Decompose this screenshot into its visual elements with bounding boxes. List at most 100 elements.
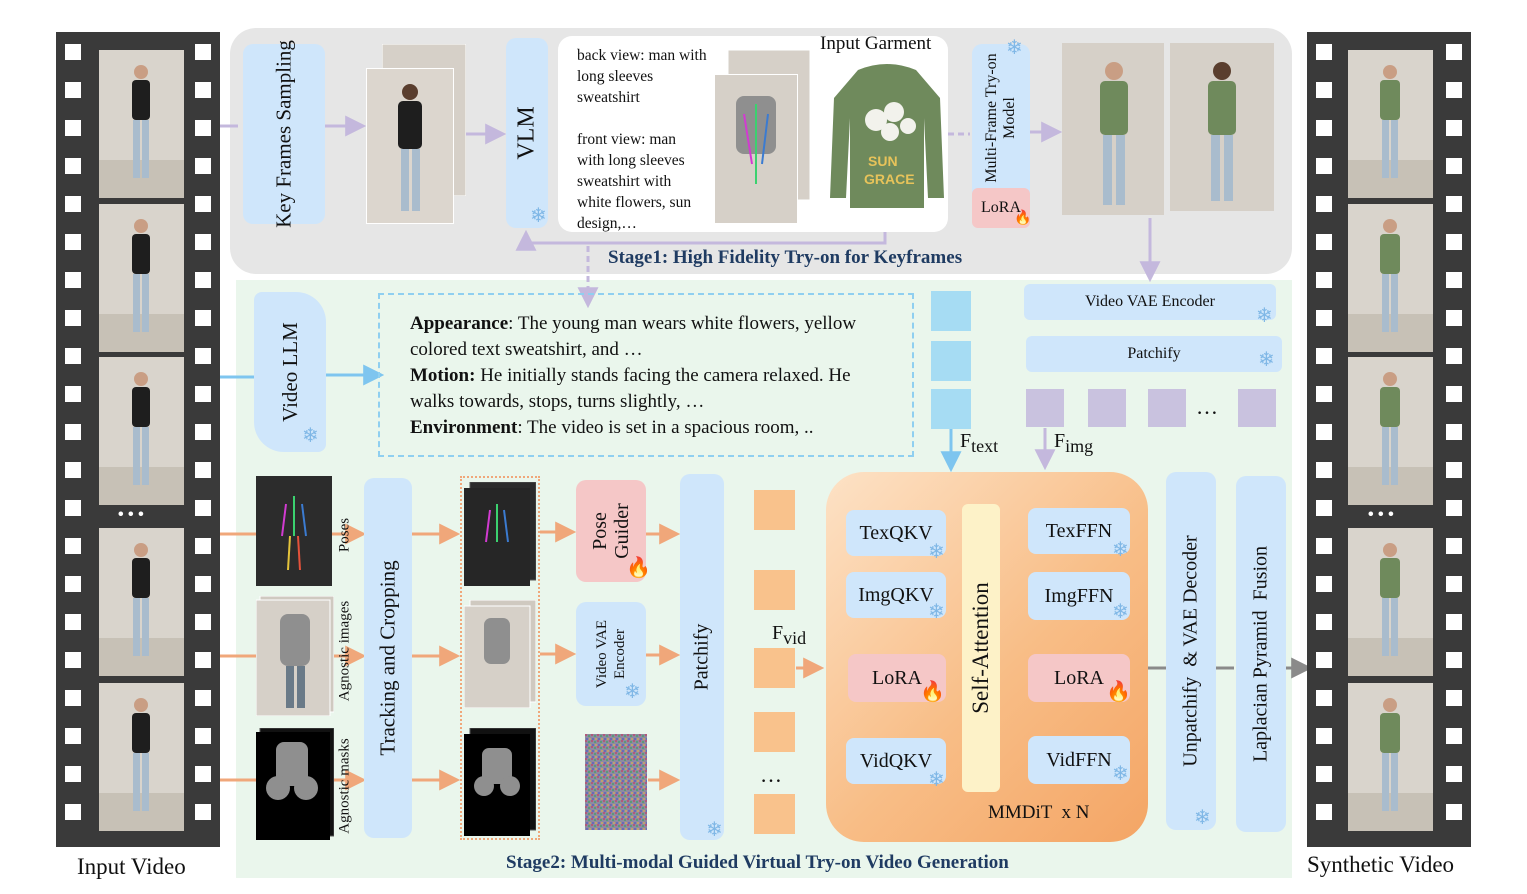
noise-latent xyxy=(585,734,647,830)
garment-print-line1: SUN xyxy=(868,153,898,169)
video-token xyxy=(754,648,795,688)
garment-print-line2: GRACE xyxy=(864,171,915,187)
fire-icon: 🔥 xyxy=(1106,681,1131,703)
image-token xyxy=(1238,389,1276,427)
input-frame xyxy=(99,357,184,505)
texqkv-block: TexQKV❄ xyxy=(846,510,946,562)
lora-left-block: LoRA🔥 xyxy=(848,654,946,702)
ftext-sub: text xyxy=(971,436,999,456)
appearance-label: Appearance xyxy=(410,313,509,334)
snowflake-icon: ❄ xyxy=(1112,539,1129,561)
tracking-cropping-block: Tracking and Cropping xyxy=(364,478,412,838)
unpatchify-decoder-label: Unpatchify & VAE Decoder xyxy=(1179,535,1202,767)
video-vae-encoder-top: Video VAE Encoder ❄ xyxy=(1024,284,1276,326)
multi-frame-tryon-label: Multi-Frame Try-on Model xyxy=(983,52,1018,183)
tryon-result-back xyxy=(1170,43,1274,211)
imgqkv-label: ImgQKV xyxy=(858,583,934,606)
synthetic-film-ellipsis: • • • xyxy=(1368,506,1394,523)
stage2-caption: Stage2: Multi-modal Guided Virtual Try-o… xyxy=(506,852,1009,873)
poses-label-wrap: Poses xyxy=(336,500,354,570)
agnostic-masks-label-wrap: Agnostic masks xyxy=(336,722,354,850)
description-text: Appearance: The young man wears white fl… xyxy=(410,311,880,441)
garment-image: SUN GRACE xyxy=(830,64,944,208)
input-film-ellipsis: • • • xyxy=(118,506,144,523)
agnostic-masks-label: Agnostic masks xyxy=(336,738,353,834)
text-token xyxy=(931,389,971,429)
multi-frame-tryon-block: Multi-Frame Try-on Model ❄ LoRA 🔥 xyxy=(972,38,1031,228)
vidqkv-label: VidQKV xyxy=(859,749,933,772)
text-token xyxy=(931,341,971,381)
snowflake-icon: ❄ xyxy=(928,541,945,563)
texffn-block: TexFFN❄ xyxy=(1028,508,1130,560)
ftext-label: Ftext xyxy=(960,430,998,457)
video-token-ellipsis: … xyxy=(760,762,782,787)
synthetic-frame xyxy=(1348,204,1433,352)
input-frame xyxy=(99,50,184,198)
snowflake-icon: ❄ xyxy=(1112,601,1129,623)
vlm-back-view-text: back view: man with long sleeves sweatsh… xyxy=(577,47,707,106)
fire-icon: 🔥 xyxy=(626,557,651,579)
texffn-label: TexFFN xyxy=(1045,519,1113,542)
ftext-main: F xyxy=(960,430,972,452)
imgqkv-block: ImgQKV❄ xyxy=(846,572,946,622)
patchify-top: Patchify ❄ xyxy=(1026,336,1282,372)
vidqkv-block: VidQKV❄ xyxy=(846,738,946,790)
motion-label: Motion: xyxy=(410,365,476,386)
lora-right-label: LoRA xyxy=(1054,666,1104,689)
vidffn-label: VidFFN xyxy=(1046,748,1112,771)
cropped-pose xyxy=(464,482,536,586)
synthetic-frame xyxy=(1348,528,1433,676)
snowflake-icon: ❄ xyxy=(1194,807,1211,829)
keyframes-sampling-label: Key Frames Sampling xyxy=(271,40,296,228)
poses-label: Poses xyxy=(336,517,353,553)
agnostic-images-label: Agnostic images xyxy=(336,600,353,702)
keyframe-stack xyxy=(366,44,466,224)
image-token xyxy=(1148,389,1186,427)
snowflake-icon: ❄ xyxy=(928,601,945,623)
agnostic-pose-stack xyxy=(712,50,812,226)
environment-label: Environment xyxy=(410,417,518,438)
snowflake-icon: ❄ xyxy=(624,681,641,703)
image-token xyxy=(1088,389,1126,427)
description-box xyxy=(378,293,914,457)
lora-left-label: LoRA xyxy=(872,666,922,689)
image-token-ellipsis: … xyxy=(1196,394,1218,419)
input-garment-label: Input Garment xyxy=(820,33,932,54)
snowflake-icon: ❄ xyxy=(706,819,723,841)
patchify-mid-label: Patchify xyxy=(690,623,713,691)
texqkv-label: TexQKV xyxy=(859,521,933,544)
synthetic-frame xyxy=(1348,50,1433,198)
motion-text: He initially stands facing the camera re… xyxy=(410,365,851,412)
mmdit-label: MMDiT x N xyxy=(988,802,1090,823)
video-token xyxy=(754,794,795,834)
lora-stage1: LoRA xyxy=(972,188,1030,228)
imgffn-block: ImgFFN❄ xyxy=(1028,572,1130,623)
patchify-mid-block: Patchify ❄ xyxy=(680,474,724,840)
snowflake-icon: ❄ xyxy=(1256,305,1273,327)
patchify-top-label: Patchify xyxy=(1127,345,1181,362)
vlm-block: VLM ❄ xyxy=(506,38,548,228)
fimg-label: Fimg xyxy=(1054,430,1093,457)
imgffn-label: ImgFFN xyxy=(1044,584,1114,607)
cropped-agnostic-image xyxy=(464,600,536,708)
keyframe-front xyxy=(366,68,454,224)
video-token xyxy=(754,712,795,752)
video-token xyxy=(754,490,795,530)
laplacian-fusion-block: Laplacian Pyramid Fusion xyxy=(1236,476,1286,832)
self-attention-block: Self-Attention xyxy=(962,504,1000,792)
fvid-sub: vid xyxy=(783,628,807,648)
cropped-inputs-group xyxy=(460,476,540,840)
vlm-label: VLM xyxy=(513,106,540,160)
video-vae-encoder-mid: Video VAE Encoder ❄ xyxy=(576,602,646,706)
video-llm-block: Video LLM ❄ xyxy=(254,292,326,452)
fimg-main: F xyxy=(1054,430,1066,452)
pose-map xyxy=(256,476,332,586)
fire-icon: 🔥 xyxy=(920,681,945,703)
input-video-label: Input Video xyxy=(77,854,186,879)
pose-guider-block: Pose Guider 🔥 xyxy=(576,480,651,582)
snowflake-icon: ❄ xyxy=(302,425,319,447)
video-token xyxy=(754,570,795,610)
stage1-caption: Stage1: High Fidelity Try-on for Keyfram… xyxy=(608,247,963,268)
lora-stage1-label: LoRA xyxy=(981,199,1021,216)
laplacian-fusion-label: Laplacian Pyramid Fusion xyxy=(1249,545,1272,763)
